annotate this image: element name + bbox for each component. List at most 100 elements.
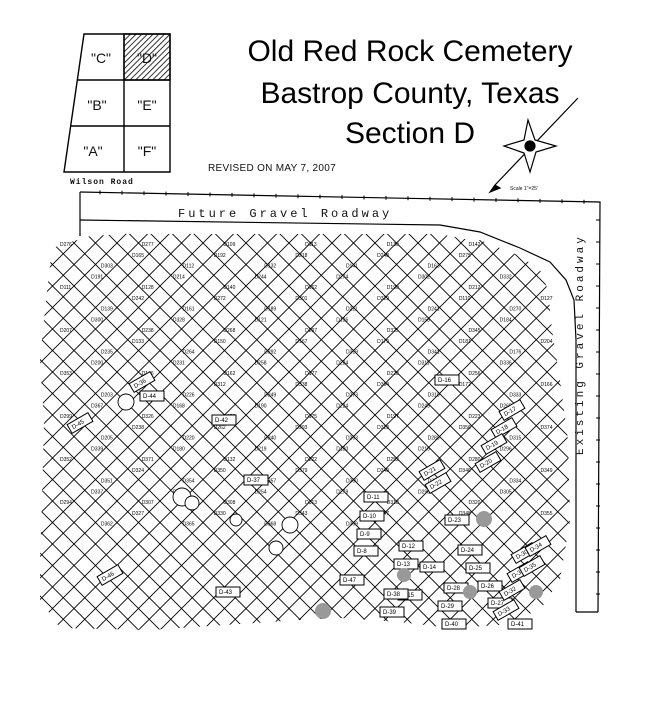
grid-line <box>366 234 570 630</box>
scale-note: Scale 1"=25' <box>510 186 538 192</box>
grid-line <box>40 234 255 630</box>
small-plot-box <box>243 474 269 486</box>
small-plot-label: D-43 <box>219 590 233 596</box>
small-plot-label: D-12 <box>402 544 416 550</box>
small-plot: D-34 <box>524 534 552 558</box>
small-plot: D-9 <box>356 528 382 540</box>
grid-line <box>40 234 384 630</box>
small-plot: D-22 <box>424 471 452 495</box>
grid-line <box>40 234 290 630</box>
grid-line <box>417 234 570 630</box>
plot-label: D297 <box>305 328 317 334</box>
small-plot-label: D-10 <box>363 514 377 520</box>
plot-label: D222 <box>305 457 317 463</box>
grid-line <box>40 234 96 630</box>
small-plot-box <box>418 458 446 482</box>
plot-label: D249 <box>264 393 276 399</box>
plot-label: D355 <box>541 511 553 517</box>
plot-label: D275 <box>459 253 471 259</box>
plot-label: D110 <box>459 296 471 302</box>
small-plot-box <box>434 374 460 386</box>
small-plot: D-42 <box>211 414 237 426</box>
plot-label: D277 <box>142 242 154 248</box>
revised-date: REVISED ON MAY 7, 2007 <box>208 163 336 174</box>
small-plot: D-10 <box>359 510 385 522</box>
plot-label: D211 <box>346 307 358 313</box>
grid-line <box>374 234 570 630</box>
plot-label: D352 <box>60 457 72 463</box>
grid-line <box>40 234 53 630</box>
key-section-b: "B" <box>87 97 107 113</box>
plot-label: D191 <box>91 274 103 280</box>
small-plot: D-47 <box>339 574 365 586</box>
plot-label: D252 <box>387 457 399 463</box>
plot-label: D248 <box>377 253 389 259</box>
grave-markers <box>315 511 543 619</box>
small-plot: D-24 <box>457 544 483 556</box>
plot-label: D200 <box>91 360 103 366</box>
plot-label: D214 <box>173 274 185 280</box>
plot-label: D356 <box>459 425 471 431</box>
plot-label: D189 <box>264 307 276 313</box>
boundary-ticks <box>99 190 600 595</box>
plot-label: D294 <box>60 500 72 506</box>
grid-line <box>612 200 672 660</box>
grid-line <box>603 200 672 660</box>
grid-line <box>460 234 570 630</box>
plot-label: D323 <box>377 425 389 431</box>
grid-line <box>40 234 204 630</box>
grid-line <box>310 234 570 630</box>
plot-label: D284 <box>336 360 348 366</box>
plot-label: D308 <box>223 500 235 506</box>
key-section-c: "C" <box>90 50 112 66</box>
plot-label: D330 <box>214 511 226 517</box>
plot-label: D272 <box>214 296 226 302</box>
plot-label: D223 <box>469 414 481 420</box>
grid-line <box>40 234 440 630</box>
small-plot: D-23 <box>444 514 470 526</box>
grid-line <box>129 234 570 630</box>
plot-label: D301 <box>295 296 307 302</box>
grid-line <box>40 234 406 630</box>
trees <box>117 393 299 556</box>
grid-line <box>65 234 526 630</box>
grid-line <box>40 234 139 630</box>
grid-line <box>40 234 277 630</box>
small-plot-label: D-13 <box>397 562 411 568</box>
plot-label: D203 <box>101 393 113 399</box>
plot-label: D324 <box>132 468 144 474</box>
compass-rose-icon <box>488 97 579 194</box>
plot-label: D256 <box>469 371 481 377</box>
plot-label: D329 <box>377 296 389 302</box>
small-plot-box <box>211 414 237 426</box>
plot-label: D175 <box>305 414 317 420</box>
small-plot-box <box>353 545 379 557</box>
small-plot: D-12 <box>398 540 424 552</box>
property-boundary <box>79 191 601 613</box>
small-plot-label: D-25 <box>469 566 483 572</box>
plot-label: D238 <box>132 425 144 431</box>
plot-label: D273 <box>346 393 358 399</box>
small-plot-label: D-28 <box>447 586 461 592</box>
plot-label: D136 <box>336 317 348 323</box>
plot-label: D279 <box>336 489 348 495</box>
plot-label: D184 <box>500 317 512 323</box>
plot-label: D318 <box>387 500 399 506</box>
plot-label: D276 <box>60 242 72 248</box>
plot-label: D240 <box>264 436 276 442</box>
existing-gravel-roadway-label: Existing Gravel Roadway <box>575 234 587 455</box>
plot-label: D327 <box>132 511 144 517</box>
plot-label: D351 <box>101 479 113 485</box>
plot-label: D274 <box>336 274 348 280</box>
small-plot-label: D-40 <box>445 622 459 628</box>
small-plot-box <box>215 586 241 598</box>
small-plot-label: D-8 <box>357 549 367 555</box>
plot-label: D305 <box>500 489 512 495</box>
grid-line <box>43 234 505 630</box>
plot-label: D310 <box>428 393 440 399</box>
plot-label: D315 <box>509 436 521 442</box>
plot-label: D369 <box>346 522 358 528</box>
grid-line <box>40 234 75 630</box>
plot-label: D242 <box>132 296 144 302</box>
grid-line <box>0 200 40 660</box>
